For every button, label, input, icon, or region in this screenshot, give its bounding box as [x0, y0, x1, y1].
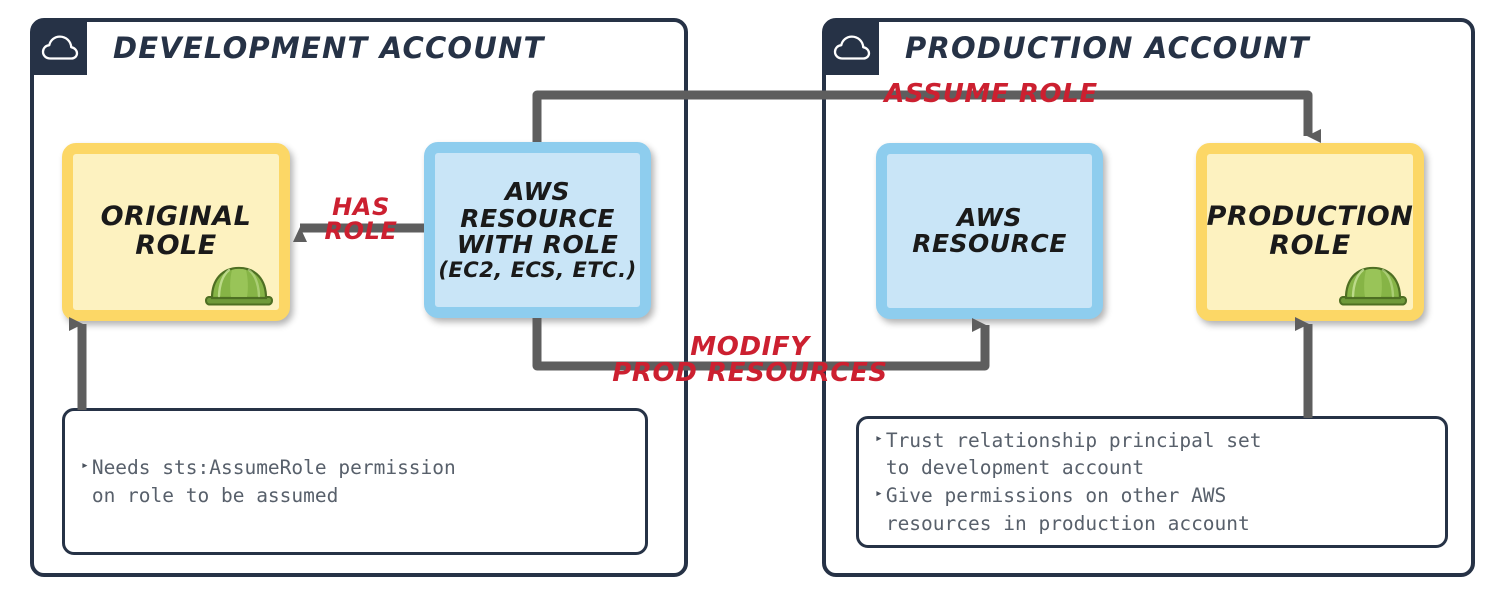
hard-hat-icon — [1337, 254, 1409, 310]
bullet-icon: ▸ — [81, 457, 89, 473]
node-aws-resource-with-role-sublabel: (EC2, ECS, ETC.) — [438, 257, 637, 282]
development-account-title: DEVELOPMENT ACCOUNT — [113, 31, 545, 65]
edge-label-has-role: HAS ROLE — [324, 193, 398, 245]
note-text: to development account — [885, 456, 1145, 480]
note-line: ▸ on role to be assumed — [81, 482, 629, 510]
node-aws-resource-with-role-label: AWS RESOURCE WITH ROLE (EC2, ECS, ETC.) — [438, 177, 637, 282]
note-text: on role to be assumed — [91, 483, 339, 507]
bullet-icon: ▸ — [875, 486, 883, 501]
note-text: Needs sts:AssumeRole permission — [91, 455, 456, 479]
note-line: ▸ resources in production account — [875, 510, 1429, 538]
account-panel-production — [822, 18, 1475, 577]
note-production: ▸ Trust relationship principal set ▸ to … — [856, 416, 1448, 548]
node-original-role-label: ORIGINAL ROLE — [100, 201, 252, 261]
note-line: ▸ Trust relationship principal set — [875, 427, 1429, 455]
node-production-role[interactable]: PRODUCTION ROLE — [1196, 143, 1424, 321]
node-aws-resource-with-role[interactable]: AWS RESOURCE WITH ROLE (EC2, ECS, ETC.) — [424, 142, 651, 318]
account-panel-development — [30, 18, 688, 577]
cloud-icon — [833, 34, 871, 62]
cloud-icon — [41, 34, 79, 62]
note-text: Give permissions on other AWS — [885, 484, 1227, 507]
note-line: ▸ Needs sts:AssumeRole permission — [81, 454, 629, 482]
production-account-title: PRODUCTION ACCOUNT — [905, 31, 1310, 65]
note-line: ▸ to development account — [875, 454, 1429, 482]
note-development: ▸ Needs sts:AssumeRole permission ▸ on r… — [62, 408, 648, 555]
note-line: ▸ Give permissions on other AWS — [875, 482, 1429, 510]
hard-hat-icon — [203, 254, 275, 310]
note-text: Trust relationship principal set — [885, 428, 1262, 452]
node-production-role-label: PRODUCTION ROLE — [1206, 201, 1414, 261]
node-original-role[interactable]: ORIGINAL ROLE — [62, 143, 290, 321]
node-aws-resource[interactable]: AWS RESOURCE — [876, 143, 1103, 319]
note-text: resources in production account — [885, 511, 1250, 535]
production-account-tab — [824, 20, 879, 75]
edge-label-assume-role: ASSUME ROLE — [884, 79, 1098, 109]
bullet-icon: ▸ — [875, 430, 883, 446]
node-aws-resource-label: AWS RESOURCE — [912, 202, 1067, 258]
edge-label-modify-prod-resources: MODIFY PROD RESOURCES — [612, 332, 888, 388]
development-account-tab — [32, 20, 87, 75]
